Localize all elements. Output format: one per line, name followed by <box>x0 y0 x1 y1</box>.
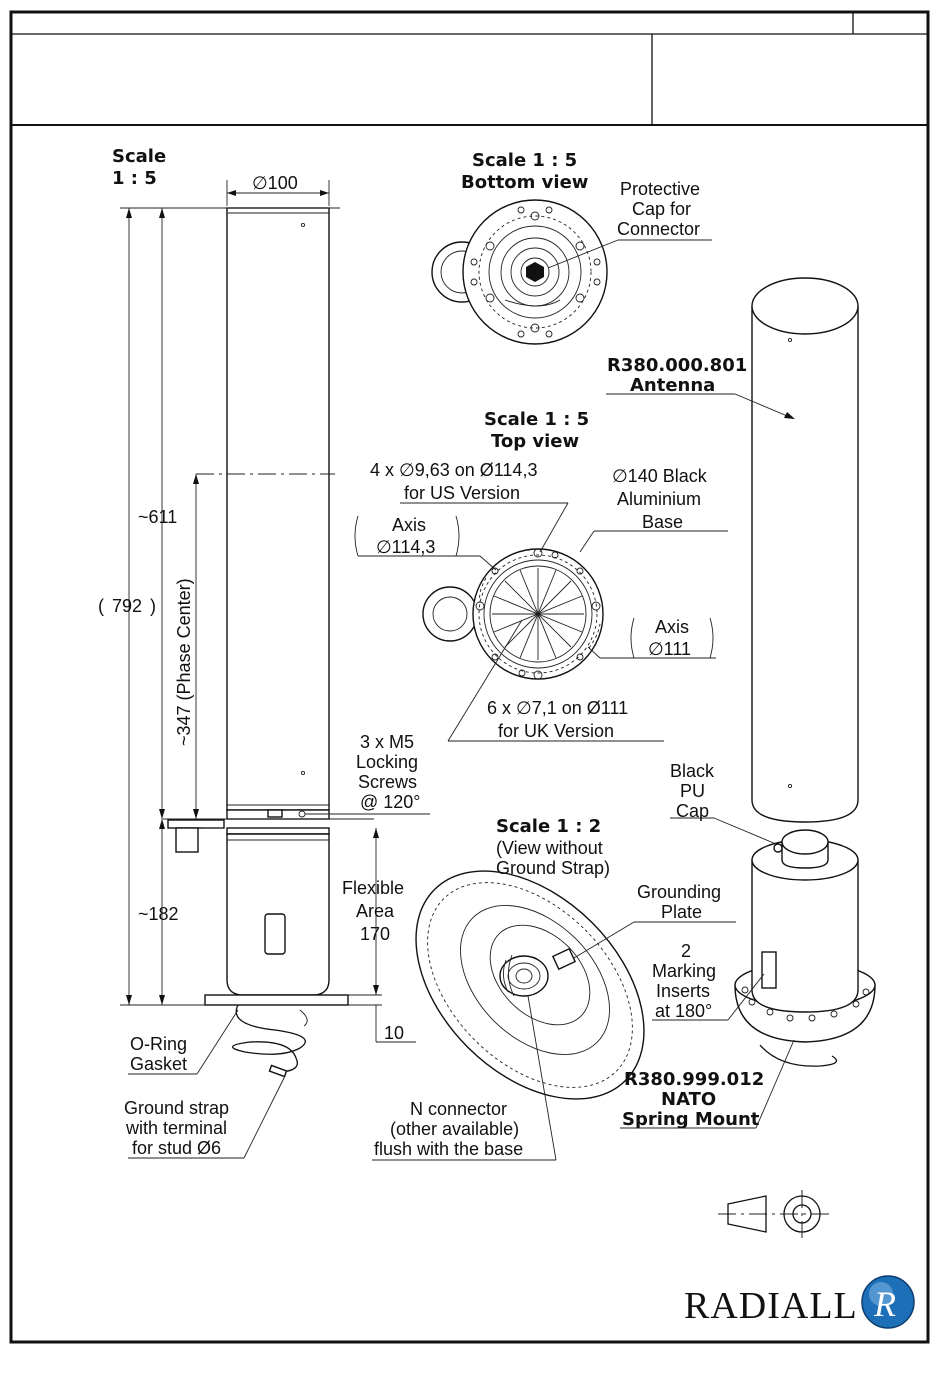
antenna-ref: R380.000.801 <box>607 355 747 376</box>
us-holes-line2: for US Version <box>404 483 520 503</box>
mount-ref: R380.999.012 <box>624 1069 764 1090</box>
top-view-drawing <box>422 548 604 680</box>
protective-cap-line2: Cap for <box>632 199 691 219</box>
total-792-label: 792 <box>112 596 142 616</box>
base-line1: ∅140 Black <box>612 466 708 486</box>
mount-name-line1: NATO <box>661 1089 716 1110</box>
spring-mount-side-view <box>163 818 374 1078</box>
svg-text:R: R <box>873 1284 896 1324</box>
antenna-side-view <box>196 207 335 820</box>
locking-screws-line4: @ 120° <box>360 792 421 812</box>
antenna-name: Antenna <box>630 375 715 396</box>
grounding-line1: Grounding <box>637 882 721 902</box>
axis-uk-line2: ∅111 <box>648 639 691 659</box>
protective-cap-line3: Connector <box>617 219 700 239</box>
top-view-leaders <box>354 502 728 742</box>
antenna-isometric-drawing <box>751 277 859 823</box>
drawing-frame <box>9 10 930 1344</box>
marking-line2: Marking <box>652 961 716 981</box>
uk-holes-line1: 6 x ∅7,1 on Ø111 <box>487 698 628 718</box>
base-10-label: 10 <box>384 1023 404 1043</box>
bottom-view-scale: Scale 1 : 5 <box>472 150 577 171</box>
base-line3: Base <box>642 512 683 532</box>
bottom-view-title: Bottom view <box>461 172 588 193</box>
paren-close: ) <box>150 596 156 616</box>
flexible-area-line1: Flexible <box>342 878 404 898</box>
projection-symbol-icon <box>718 1190 832 1238</box>
axis-us-line1: Axis <box>392 515 426 535</box>
base-line2: Aluminium <box>617 489 701 509</box>
left-callout-leaders <box>128 1009 286 1159</box>
detail-note-line2: Ground Strap) <box>496 858 610 878</box>
cap-line3: Cap <box>676 801 709 821</box>
detail-note-line1: (View without <box>496 838 603 858</box>
locking-screws-line2: Locking <box>356 752 418 772</box>
radiall-logo: RADIALL R <box>684 1275 915 1329</box>
marking-line4: at 180° <box>655 1001 712 1021</box>
bottom-view-drawing <box>431 199 712 345</box>
svg-text:RADIALL: RADIALL <box>684 1285 858 1327</box>
flexible-area-line3: 170 <box>360 924 390 944</box>
nato-mount-drawing <box>734 829 876 1067</box>
nconn-line3: flush with the base <box>374 1139 523 1159</box>
cap-line1: Black <box>670 761 715 781</box>
nconn-line1: N connector <box>410 1099 507 1119</box>
lower-182-label: ~182 <box>138 904 179 924</box>
strap-line1: Ground strap <box>124 1098 229 1118</box>
flexible-area-line2: Area <box>356 901 395 921</box>
upper-611-label: ~611 <box>138 507 177 527</box>
cap-line2: PU <box>680 781 705 801</box>
antenna-leader <box>606 393 795 419</box>
nconn-line2: (other available) <box>390 1119 519 1139</box>
strap-line3: for stud Ø6 <box>132 1138 221 1158</box>
locking-screws-line3: Screws <box>358 772 417 792</box>
diameter-100-label: ∅100 <box>252 173 298 193</box>
oring-line2: Gasket <box>130 1054 187 1074</box>
phase-center-label: ~347 (Phase Center) <box>174 578 194 746</box>
us-holes-line1: 4 x ∅9,63 on Ø114,3 <box>370 460 537 480</box>
axis-uk-line1: Axis <box>655 617 689 637</box>
protective-cap-line1: Protective <box>620 179 700 199</box>
nato-mount-leaders <box>620 817 795 1129</box>
strap-line2: with terminal <box>125 1118 227 1138</box>
main-dimensions <box>120 180 430 1043</box>
main-scale-value: 1 : 5 <box>112 168 157 189</box>
oring-line1: O-Ring <box>130 1034 187 1054</box>
axis-us-line2: ∅114,3 <box>376 537 435 557</box>
detail-leaders <box>372 921 736 1161</box>
main-scale-label: Scale <box>112 146 166 167</box>
locking-screws-line1: 3 x M5 <box>360 732 414 752</box>
top-view-scale: Scale 1 : 5 <box>484 409 589 430</box>
detail-scale: Scale 1 : 2 <box>496 816 601 837</box>
detail-mount-drawing <box>415 870 645 1100</box>
mount-name-line2: Spring Mount <box>622 1109 760 1130</box>
top-view-title: Top view <box>491 431 579 452</box>
grounding-line2: Plate <box>661 902 702 922</box>
uk-holes-line2: for UK Version <box>498 721 614 741</box>
marking-line3: Inserts <box>656 981 710 1001</box>
paren-open: ( <box>98 596 104 616</box>
marking-line1: 2 <box>681 941 691 961</box>
